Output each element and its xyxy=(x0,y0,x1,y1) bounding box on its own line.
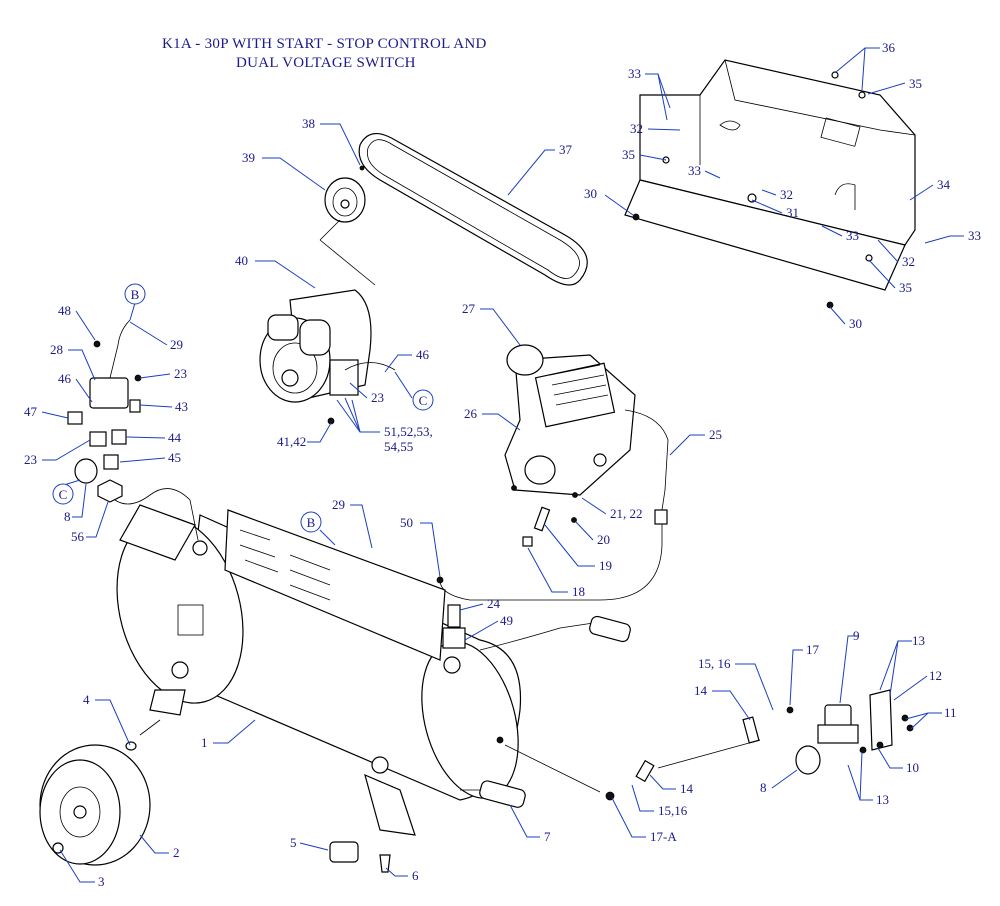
callout-36: 36 xyxy=(882,40,896,55)
callout-33-top: 33 xyxy=(628,66,641,81)
callout-34: 34 xyxy=(937,177,951,192)
callout-49: 49 xyxy=(500,613,513,628)
callout-18: 18 xyxy=(572,584,585,599)
diagram-title-line-1: K1A - 30P WITH START - STOP CONTROL AND xyxy=(162,36,487,52)
callout-15-16-high: 15, 16 xyxy=(698,656,731,671)
callout-44: 44 xyxy=(168,430,182,445)
callout-33-right-mid: 33 xyxy=(846,228,859,243)
callout-37: 37 xyxy=(559,142,573,157)
drain-valve xyxy=(379,854,391,873)
callout-labels: 36 35 33 32 35 33 30 32 31 34 33 33 32 3… xyxy=(24,40,981,889)
callout-32-left: 32 xyxy=(630,121,643,136)
callout-26: 26 xyxy=(464,406,478,421)
callout-32-mid: 32 xyxy=(780,187,793,202)
callout-27: 27 xyxy=(462,301,476,316)
callout-50: 50 xyxy=(400,515,413,530)
callout-46-left: 46 xyxy=(58,371,72,386)
callout-43: 43 xyxy=(175,399,188,414)
diagram-title-line-2: DUAL VOLTAGE SWITCH xyxy=(236,55,416,71)
reference-c-motor: C xyxy=(412,389,434,411)
belt-guard xyxy=(624,59,916,309)
callout-35-right: 35 xyxy=(899,280,912,295)
callout-17a: 17-A xyxy=(650,829,677,844)
callout-20: 20 xyxy=(597,532,610,547)
callout-40: 40 xyxy=(235,253,248,268)
air-pump xyxy=(504,344,636,523)
callout-6: 6 xyxy=(412,868,419,883)
check-valve xyxy=(436,576,466,674)
callout-41-42: 41,42 xyxy=(277,434,306,449)
breather-fitting xyxy=(522,506,551,547)
callout-28: 28 xyxy=(50,342,63,357)
callout-8-left: 8 xyxy=(64,509,71,524)
leader-lines xyxy=(41,47,964,883)
callout-46-motor: 46 xyxy=(416,347,430,362)
reference-c-switch: C xyxy=(52,483,74,505)
callout-47: 47 xyxy=(24,404,38,419)
reference-b-tank: B xyxy=(300,511,322,533)
callout-38: 38 xyxy=(302,116,315,131)
electric-motor xyxy=(259,289,396,425)
callout-45: 45 xyxy=(168,450,181,465)
callout-51-53: 51,52,53, xyxy=(384,424,433,439)
callout-11: 11 xyxy=(944,705,957,720)
callout-25: 25 xyxy=(709,427,722,442)
callout-30-right: 30 xyxy=(849,316,862,331)
callout-35-top: 35 xyxy=(909,76,922,91)
callout-56: 56 xyxy=(71,529,85,544)
drive-belt xyxy=(358,133,588,286)
callout-54-55: 54,55 xyxy=(384,439,413,454)
callout-24: 24 xyxy=(487,596,501,611)
callout-17: 17 xyxy=(806,642,820,657)
callout-1: 1 xyxy=(201,735,208,750)
callout-33-mid: 33 xyxy=(688,163,701,178)
callout-30-left: 30 xyxy=(584,186,597,201)
callout-19: 19 xyxy=(599,558,612,573)
reference-b-top-label: B xyxy=(131,287,140,302)
callout-14-high: 14 xyxy=(694,683,708,698)
reference-b-top: B xyxy=(124,283,146,305)
air-tank xyxy=(116,504,631,836)
callout-12: 12 xyxy=(929,668,942,683)
callout-35-left: 35 xyxy=(622,147,635,162)
callout-3: 3 xyxy=(98,874,105,889)
callout-29-tank: 29 xyxy=(332,497,345,512)
callout-39: 39 xyxy=(242,150,255,165)
callout-10: 10 xyxy=(906,760,919,775)
callout-13-bottom: 13 xyxy=(876,792,889,807)
reference-c-switch-label: C xyxy=(59,487,68,502)
callout-13-top: 13 xyxy=(912,633,925,648)
motor-pulley xyxy=(319,177,376,286)
reference-b-tank-label: B xyxy=(307,515,316,530)
callout-2: 2 xyxy=(173,845,180,860)
callout-5: 5 xyxy=(290,835,297,850)
callout-8-right: 8 xyxy=(760,780,767,795)
callout-15-16-low: 15,16 xyxy=(658,803,688,818)
callout-21-22: 21, 22 xyxy=(610,506,643,521)
callout-23-motor: 23 xyxy=(371,390,384,405)
callout-23-upper: 23 xyxy=(174,366,187,381)
wheel xyxy=(39,719,161,866)
reference-c-motor-label: C xyxy=(419,393,428,408)
callout-29-left: 29 xyxy=(170,337,183,352)
callout-7: 7 xyxy=(544,829,551,844)
regulator-assembly xyxy=(504,689,914,801)
callout-32-right: 32 xyxy=(902,254,915,269)
callout-9: 9 xyxy=(853,628,860,643)
callout-14-low: 14 xyxy=(680,781,694,796)
callout-48: 48 xyxy=(58,303,71,318)
pulley-key xyxy=(359,165,365,171)
callout-31: 31 xyxy=(786,205,799,220)
callout-33-right: 33 xyxy=(968,228,981,243)
callout-4: 4 xyxy=(83,692,90,707)
rubber-foot xyxy=(329,841,359,863)
callout-23-lower: 23 xyxy=(24,452,37,467)
